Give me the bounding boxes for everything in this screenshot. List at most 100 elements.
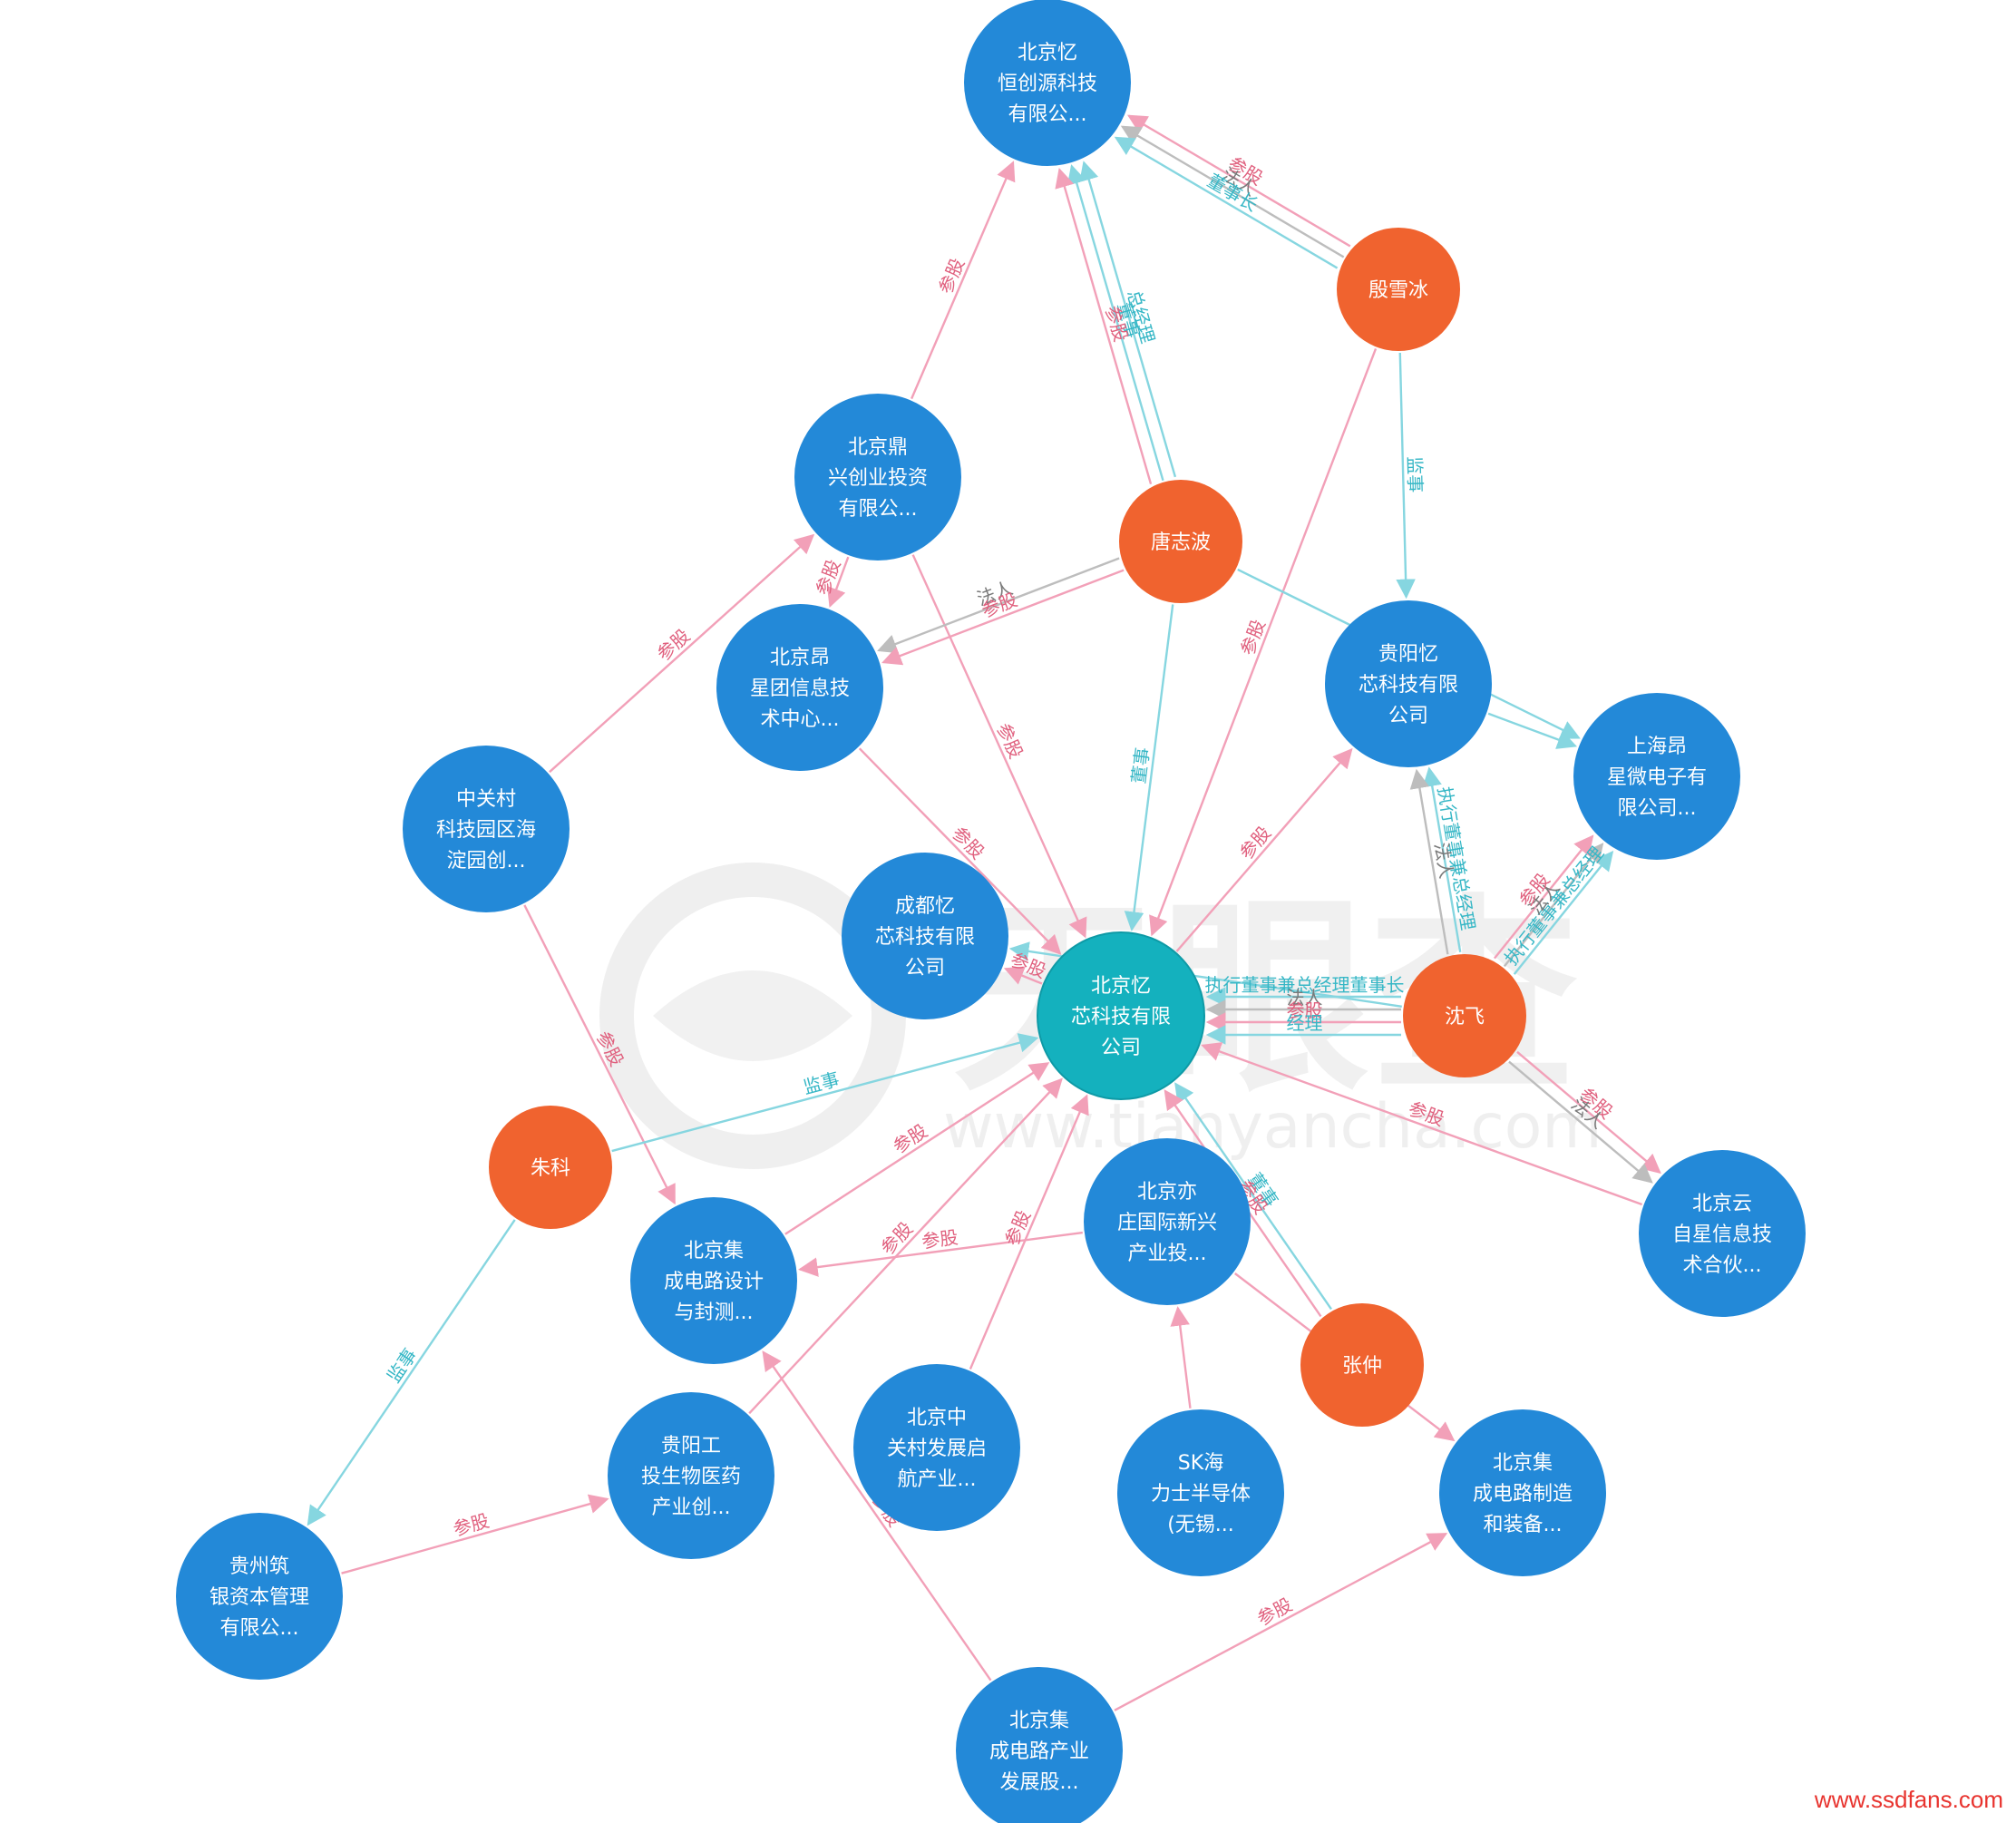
edge-label: 监事 [1404,456,1427,493]
node-label: 术合伙... [1683,1254,1762,1277]
node-label: 公司 [1101,1037,1141,1059]
edge-role [1513,850,1614,975]
node-label: 公司 [1388,705,1428,727]
edge-role [1114,136,1339,269]
edge-role [307,1219,516,1526]
node-circle [964,0,1131,166]
node-circle [630,1197,797,1364]
node-label: 成电路产业 [989,1740,1089,1763]
node-label: 发展股... [1000,1771,1079,1794]
company-node-jczz[interactable]: 北京集成电路制造和装备... [1439,1409,1606,1576]
company-node-guizhou[interactable]: 贵州筑银资本管理有限公... [176,1513,343,1680]
node-label: 星微电子有 [1607,766,1707,789]
edge-label: 监事 [801,1068,842,1098]
node-label: 贵阳忆 [1378,643,1438,666]
edge-label: 经理 [1287,1012,1323,1034]
node-label: 芯科技有限 [1359,674,1458,697]
node-label: 北京中 [907,1407,967,1429]
person-node-shen[interactable]: 沈飞 [1403,954,1526,1077]
node-circle [1117,1409,1284,1576]
edge-stake [1170,1306,1192,1409]
company-node-sk[interactable]: SK海力士半导体(无锡... [1117,1409,1284,1576]
node-circle [716,604,883,771]
node-label: 公司 [905,957,945,980]
node-label: 有限公... [220,1617,299,1640]
node-label: 和装备... [1484,1514,1563,1536]
node-label: 张仲 [1342,1355,1382,1378]
edge-stake [858,747,1062,955]
person-node-yin[interactable]: 殷雪冰 [1337,228,1460,351]
node-circle [489,1106,612,1229]
watermark-logo-eye-icon [653,970,852,1061]
edge-legal [1508,1060,1653,1184]
edge-stake [1493,834,1594,960]
edge-label: 法人 [1287,987,1323,1009]
edge-legal [1409,768,1449,955]
edge-stake [762,1350,992,1682]
node-label: (无锡... [1167,1514,1234,1536]
node-circle [608,1392,774,1559]
edge-stake [1149,347,1378,937]
person-node-zhu[interactable]: 朱科 [489,1106,612,1229]
person-node-tang[interactable]: 唐志波 [1119,480,1242,603]
edge-stake [969,1094,1089,1370]
node-circle [1084,1138,1251,1305]
edge-stake [341,1494,609,1574]
node-label: 有限公... [1008,103,1087,126]
node-label: 芯科技有限 [1071,1006,1171,1028]
node-circle [1639,1150,1806,1317]
edge-label: 参股 [653,625,695,666]
company-node-gyg[interactable]: 贵阳工投生物医药产业创... [608,1392,774,1559]
node-circle [842,853,1008,1019]
company-node-shanghai[interactable]: 上海昂星微电子有限公司... [1573,693,1740,860]
company-node-dingxing[interactable]: 北京鼎兴创业投资有限公... [794,394,961,561]
node-label: 星团信息技 [750,678,850,700]
node-circle [1119,480,1242,603]
company-node-zhongguancun[interactable]: 中关村科技园区海淀园创... [403,746,570,912]
company-node-jcsj[interactable]: 北京集成电路设计与封测... [630,1197,797,1364]
node-label: 北京忆 [1091,975,1151,998]
node-label: 与封测... [675,1301,754,1324]
edge-label: 参股 [451,1509,492,1540]
edge-label: 参股 [1235,822,1275,863]
node-label: 航产业... [898,1468,977,1491]
node-label: 芯科技有限 [875,926,975,949]
edge-stake [1516,1050,1661,1175]
edge-stake [911,161,1016,400]
node-label: 中关村 [456,788,516,811]
node-label: 成电路设计 [664,1271,764,1293]
node-label: 成电路制造 [1473,1483,1573,1506]
node-label: 科技园区海 [436,819,536,842]
node-label: 淀园创... [447,850,526,873]
edge-label: 参股 [812,557,844,599]
edge-role [1124,604,1174,931]
node-circle [1573,693,1740,860]
company-node-yunzixing[interactable]: 北京云自星信息技术合伙... [1639,1150,1806,1317]
node-label: 北京集 [1009,1710,1069,1732]
node-label: 朱科 [531,1157,570,1180]
company-node-hengchuang[interactable]: 北京忆恒创源科技有限公... [964,0,1131,166]
node-circle [1439,1409,1606,1576]
edge-stake [784,1062,1050,1235]
edge-stake [881,569,1125,666]
node-label: 有限公... [839,498,918,521]
edge-stake [1003,966,1043,985]
node-circle [1337,228,1460,351]
company-node-jccy[interactable]: 北京集成电路产业发展股... [956,1667,1123,1823]
node-label: 北京忆 [1018,42,1077,64]
company-node-angxing[interactable]: 北京昂星团信息技术中心... [716,604,883,771]
company-node-zgcqh[interactable]: 北京中关村发展启航产业... [853,1364,1020,1531]
company-node-yizhuang[interactable]: 北京亦庄国际新兴产业投... [1084,1138,1251,1305]
edge-label: 董事 [1127,746,1154,785]
person-node-zhang[interactable]: 张仲 [1300,1303,1424,1427]
node-circle [1325,600,1492,767]
node-label: 产业创... [652,1496,731,1519]
node-label: 贵阳工 [661,1435,721,1457]
edge-stake [748,1077,1063,1415]
edge-stake [1126,114,1351,248]
